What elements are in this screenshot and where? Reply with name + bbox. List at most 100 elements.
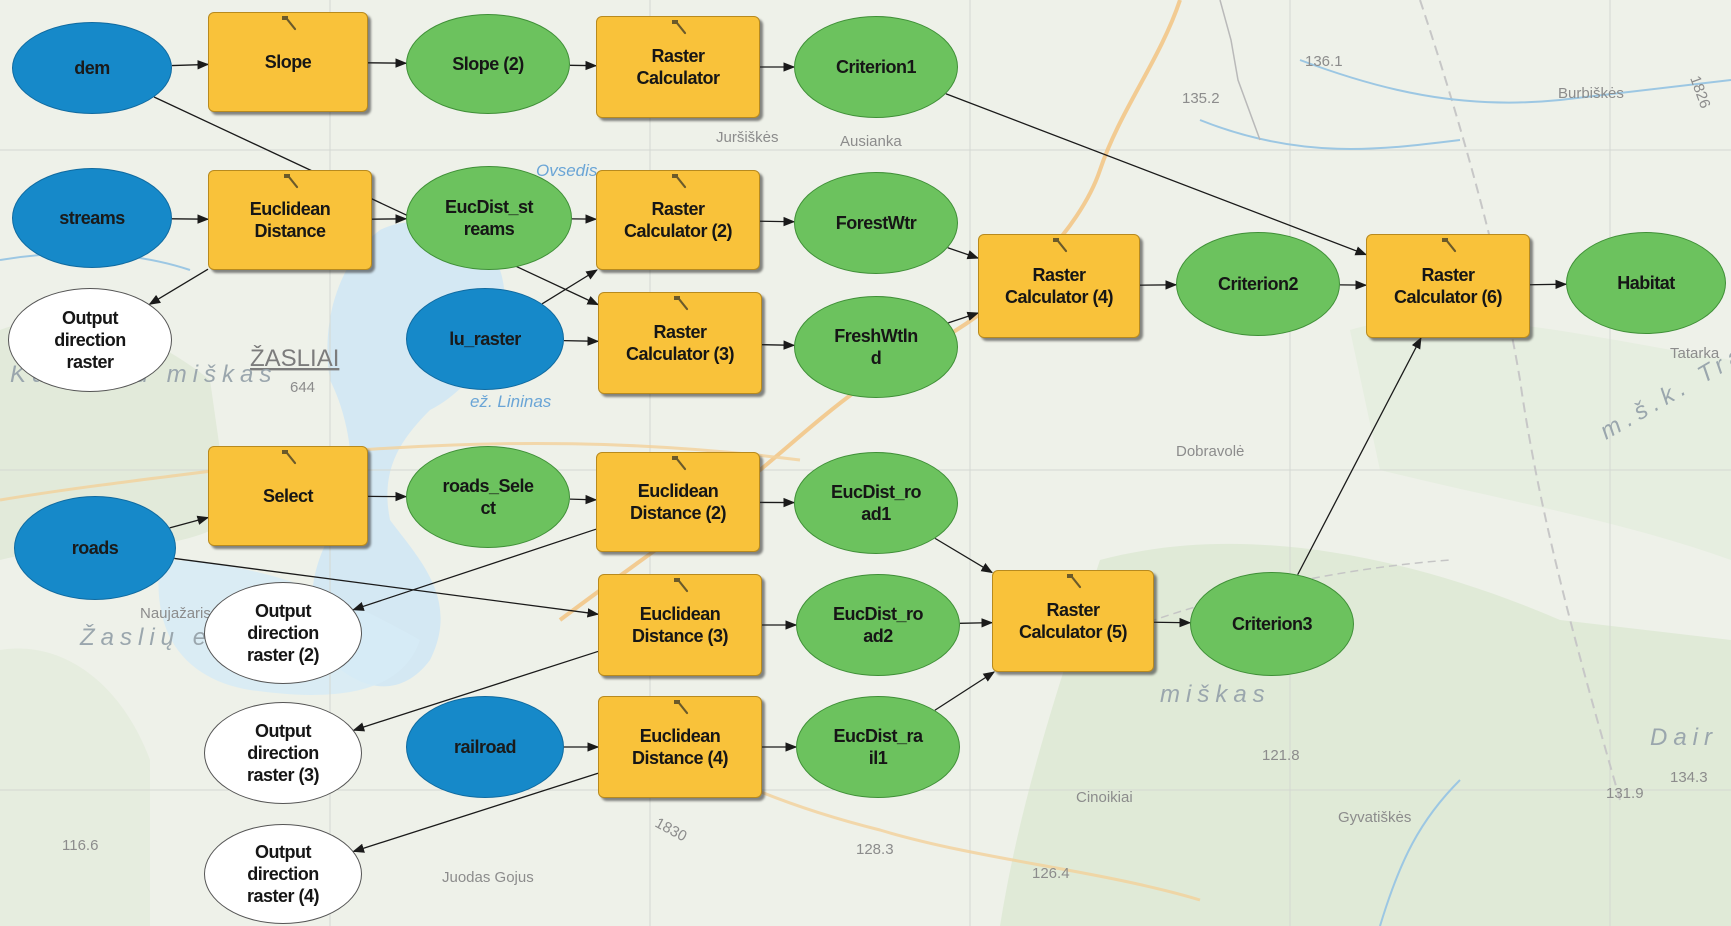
hammer-icon bbox=[674, 578, 689, 593]
tool-select[interactable]: Select bbox=[208, 446, 368, 546]
rc2-label: Raster Calculator (2) bbox=[623, 199, 733, 241]
map-label-ausianka: Ausianka bbox=[840, 133, 902, 150]
roads-select-label: roads_Sele ct bbox=[442, 476, 534, 518]
tool-euclidean-distance-2[interactable]: Euclidean Distance (2) bbox=[596, 452, 760, 552]
map-label-116-6: 116.6 bbox=[62, 837, 98, 854]
rc5-label: Raster Calculator (5) bbox=[1018, 600, 1128, 642]
slope-label: Slope bbox=[264, 52, 312, 72]
eucdist-road1-label: EucDist_ro ad1 bbox=[830, 482, 922, 524]
euc1-label: Euclidean Distance bbox=[249, 199, 331, 241]
hammer-icon bbox=[672, 174, 687, 189]
tool-euclidean-distance-4[interactable]: Euclidean Distance (4) bbox=[598, 696, 762, 798]
slope2-label: Slope (2) bbox=[452, 54, 524, 74]
data-freshwtlnd[interactable]: FreshWtln d bbox=[794, 296, 958, 398]
map-label-dair: Dair bbox=[1650, 724, 1718, 751]
hammer-icon bbox=[284, 174, 299, 189]
freshwtlnd-label: FreshWtln d bbox=[834, 326, 918, 368]
rc4-label: Raster Calculator (4) bbox=[1004, 265, 1114, 307]
railroad-label: railroad bbox=[453, 737, 517, 757]
hammer-icon bbox=[1442, 238, 1457, 253]
tool-raster-calculator-3[interactable]: Raster Calculator (3) bbox=[598, 292, 762, 394]
map-label-126-4: 126.4 bbox=[1032, 865, 1070, 882]
data-slope-2[interactable]: Slope (2) bbox=[406, 14, 570, 114]
map-label-burbiskes: Burbiškės bbox=[1558, 85, 1624, 102]
eucdist-road2-label: EucDist_ro ad2 bbox=[832, 604, 924, 646]
hammer-icon bbox=[674, 700, 689, 715]
euc4-label: Euclidean Distance (4) bbox=[631, 726, 729, 768]
hammer-icon bbox=[674, 296, 689, 311]
map-label-naujazaris: Naujažaris bbox=[140, 605, 211, 622]
map-label-131-9: 131.9 bbox=[1606, 785, 1644, 802]
out-dir-1-label: Output direction raster bbox=[54, 308, 126, 372]
data-eucdist-rail1[interactable]: EucDist_ra il1 bbox=[796, 696, 960, 798]
lu-raster-label: lu_raster bbox=[449, 329, 521, 349]
tool-raster-calculator[interactable]: Raster Calculator bbox=[596, 16, 760, 118]
hammer-icon bbox=[1067, 574, 1082, 589]
criterion1-label: Criterion1 bbox=[835, 57, 917, 77]
tool-raster-calculator-5[interactable]: Raster Calculator (5) bbox=[992, 570, 1154, 672]
map-label-121-8: 121.8 bbox=[1262, 747, 1300, 764]
data-output-direction-raster-2[interactable]: Output direction raster (2) bbox=[204, 582, 362, 684]
data-output-direction-raster-4[interactable]: Output direction raster (4) bbox=[204, 824, 362, 924]
map-label-lininas: ež. Lininas bbox=[470, 392, 552, 411]
data-output-direction-raster-3[interactable]: Output direction raster (3) bbox=[204, 702, 362, 804]
rc6-label: Raster Calculator (6) bbox=[1393, 265, 1503, 307]
out-dir-2-label: Output direction raster (2) bbox=[246, 601, 320, 665]
data-criterion3[interactable]: Criterion3 bbox=[1190, 572, 1354, 676]
data-forestwtr[interactable]: ForestWtr bbox=[794, 172, 958, 274]
criterion3-label: Criterion3 bbox=[1231, 614, 1313, 634]
hammer-icon bbox=[672, 456, 687, 471]
map-label-jursiskes: Juršiškės bbox=[716, 129, 779, 146]
out-dir-4-label: Output direction raster (4) bbox=[246, 842, 320, 906]
data-output-direction-raster[interactable]: Output direction raster bbox=[8, 288, 172, 392]
streams-label: streams bbox=[59, 208, 125, 228]
forestwtr-label: ForestWtr bbox=[835, 213, 917, 233]
tool-euclidean-distance[interactable]: Euclidean Distance bbox=[208, 170, 372, 270]
map-label-juodas-gojus: Juodas Gojus bbox=[442, 869, 534, 886]
data-criterion1[interactable]: Criterion1 bbox=[794, 16, 958, 118]
data-eucdist-streams[interactable]: EucDist_st reams bbox=[406, 166, 572, 270]
data-roads[interactable]: roads bbox=[14, 496, 176, 600]
data-eucdist-road2[interactable]: EucDist_ro ad2 bbox=[796, 574, 960, 676]
map-label-miskas: miškas bbox=[1160, 681, 1271, 708]
data-habitat[interactable]: Habitat bbox=[1566, 232, 1726, 334]
hammer-icon bbox=[1053, 238, 1068, 253]
hammer-icon bbox=[282, 450, 297, 465]
eucdist-streams-label: EucDist_st reams bbox=[444, 197, 534, 239]
euc2-label: Euclidean Distance (2) bbox=[629, 481, 727, 523]
map-label-zasliai: ŽASLIAI bbox=[250, 345, 339, 372]
data-streams[interactable]: streams bbox=[12, 168, 172, 268]
map-label-tatarka: Tatarka bbox=[1670, 345, 1720, 362]
data-railroad[interactable]: railroad bbox=[406, 696, 564, 798]
out-dir-3-label: Output direction raster (3) bbox=[246, 721, 320, 785]
euc3-label: Euclidean Distance (3) bbox=[631, 604, 729, 646]
hammer-icon bbox=[282, 16, 297, 31]
rc1-label: Raster Calculator bbox=[636, 46, 720, 88]
map-label-gyvatiskes: Gyvatiškės bbox=[1338, 809, 1411, 826]
tool-slope[interactable]: Slope bbox=[208, 12, 368, 112]
map-label-135-2: 135.2 bbox=[1182, 90, 1220, 107]
data-roads-select[interactable]: roads_Sele ct bbox=[406, 446, 570, 548]
data-criterion2[interactable]: Criterion2 bbox=[1176, 232, 1340, 336]
criterion2-label: Criterion2 bbox=[1217, 274, 1299, 294]
tool-raster-calculator-4[interactable]: Raster Calculator (4) bbox=[978, 234, 1140, 338]
map-label-cinoikiai: Cinoikiai bbox=[1076, 789, 1133, 806]
tool-raster-calculator-6[interactable]: Raster Calculator (6) bbox=[1366, 234, 1530, 338]
data-eucdist-road1[interactable]: EucDist_ro ad1 bbox=[794, 452, 958, 554]
roads-label: roads bbox=[71, 538, 119, 558]
data-lu-raster[interactable]: lu_raster bbox=[406, 288, 564, 390]
map-label-136-1: 136.1 bbox=[1305, 53, 1343, 70]
dem-label: dem bbox=[74, 58, 110, 78]
map-label-134-3: 134.3 bbox=[1670, 769, 1708, 786]
select-label: Select bbox=[262, 486, 314, 506]
map-label-128-3: 128.3 bbox=[856, 841, 894, 858]
tool-euclidean-distance-3[interactable]: Euclidean Distance (3) bbox=[598, 574, 762, 676]
eucdist-rail1-label: EucDist_ra il1 bbox=[833, 726, 923, 768]
tool-raster-calculator-2[interactable]: Raster Calculator (2) bbox=[596, 170, 760, 270]
habitat-label: Habitat bbox=[1617, 273, 1675, 293]
data-dem[interactable]: dem bbox=[12, 22, 172, 114]
map-label-644: 644 bbox=[290, 379, 315, 396]
hammer-icon bbox=[672, 20, 687, 35]
map-label-dobravole: Dobravolė bbox=[1176, 443, 1244, 460]
